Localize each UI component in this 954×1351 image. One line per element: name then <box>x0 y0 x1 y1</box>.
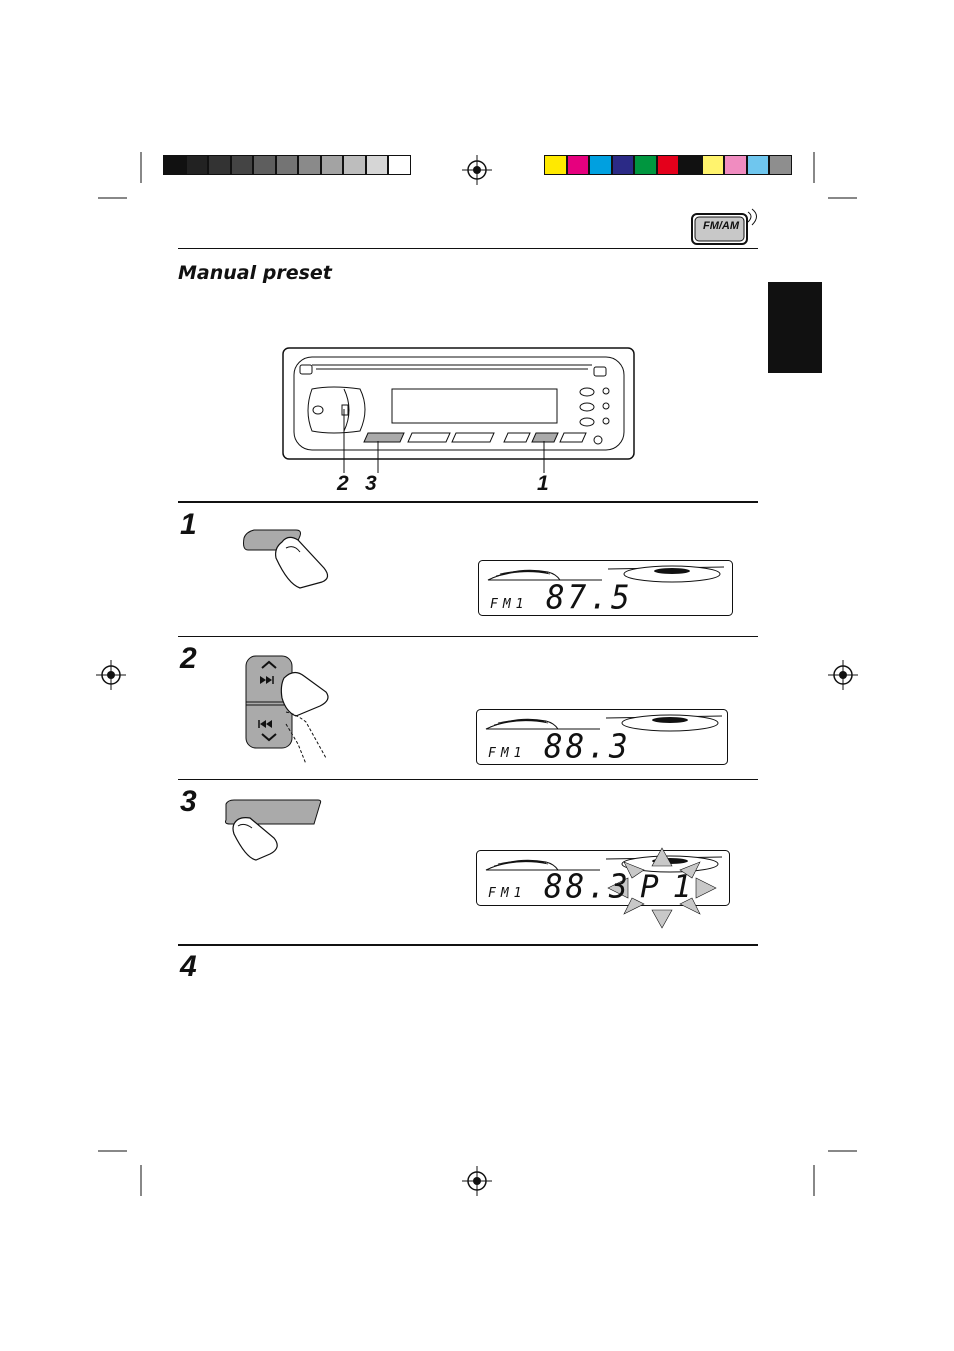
lcd-display-step-3 <box>476 847 730 929</box>
lcd-display-step-1 <box>478 560 733 616</box>
step-1-number: 1 <box>180 508 197 541</box>
section-title: Manual preset <box>178 262 332 284</box>
registration-swatch <box>230 155 253 175</box>
registration-swatch <box>701 155 724 175</box>
tuning-rocker-finger-icon <box>245 655 329 765</box>
lcd-preset-number: P1 <box>640 869 706 905</box>
lcd-frequency-step-2: 88.3 <box>544 728 631 766</box>
finger-press-button-icon <box>243 529 329 589</box>
lcd-band-step-3: FM1 <box>488 886 527 901</box>
callout-3: 3 <box>365 472 377 495</box>
lcd-band-step-2: FM1 <box>488 746 527 761</box>
registration-swatch <box>208 155 231 175</box>
registration-swatch <box>589 155 612 175</box>
step-3-divider <box>178 779 758 780</box>
registration-swatch <box>365 155 388 175</box>
registration-swatch <box>566 155 589 175</box>
registration-swatch <box>544 155 567 175</box>
registration-swatch <box>320 155 343 175</box>
lcd-display-step-2 <box>476 709 728 765</box>
language-side-tab <box>768 282 822 373</box>
step-1-divider <box>178 501 758 503</box>
fm-am-badge-label: FM/AM <box>702 220 740 232</box>
lcd-band-step-1: FM1 <box>490 597 529 612</box>
registration-crosshair-left-icon <box>96 660 126 690</box>
registration-swatch <box>185 155 208 175</box>
registration-swatch <box>343 155 366 175</box>
fm-am-badge-icon <box>691 208 757 245</box>
registration-swatch <box>679 155 702 175</box>
color-registration-bar <box>544 155 792 175</box>
registration-crosshair-right-icon <box>828 660 858 690</box>
callout-1: 1 <box>537 472 549 495</box>
registration-swatch <box>769 155 792 175</box>
registration-crosshair-top-icon <box>462 155 492 185</box>
registration-swatch <box>746 155 769 175</box>
step-2-divider <box>178 636 758 637</box>
lcd-frequency-step-3: 88.3 <box>544 868 631 906</box>
finger-press-preset-button-icon <box>225 799 322 861</box>
grayscale-registration-bar <box>163 155 411 175</box>
registration-swatch <box>388 155 411 175</box>
car-stereo-faceplate <box>282 347 635 473</box>
registration-swatch <box>253 155 276 175</box>
header-divider <box>178 248 758 249</box>
registration-crosshair-bottom-icon <box>462 1166 492 1196</box>
step-2-number: 2 <box>180 642 197 675</box>
step-4-number: 4 <box>180 950 197 983</box>
callout-2: 2 <box>337 472 349 495</box>
lcd-frequency-step-1: 87.5 <box>546 579 633 617</box>
step-3-number: 3 <box>180 785 197 818</box>
registration-swatch <box>611 155 634 175</box>
registration-swatch <box>163 155 186 175</box>
step-4-divider <box>178 944 758 946</box>
registration-swatch <box>724 155 747 175</box>
registration-swatch <box>634 155 657 175</box>
registration-swatch <box>298 155 321 175</box>
registration-swatch <box>275 155 298 175</box>
registration-swatch <box>656 155 679 175</box>
